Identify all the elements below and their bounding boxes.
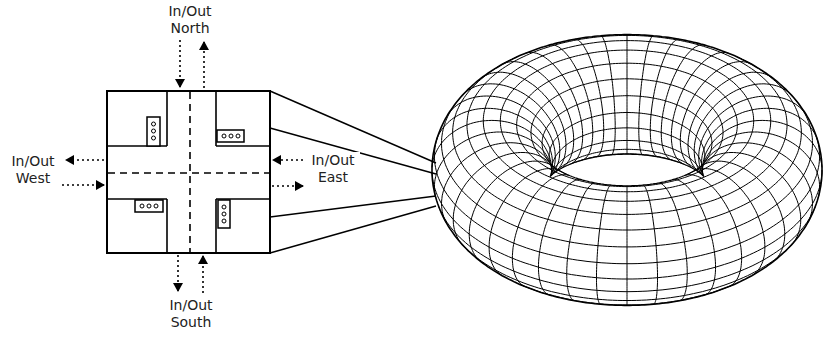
torus-grid-line xyxy=(500,50,753,192)
torus-grid-line xyxy=(704,132,820,187)
intersection-tile xyxy=(107,91,270,253)
torus-grid-line xyxy=(539,180,582,268)
torus-grid-line xyxy=(483,41,770,202)
torus-grid-line xyxy=(469,161,553,234)
torus-grid-line xyxy=(699,96,807,176)
torus-grid-line xyxy=(627,186,628,279)
torus-grid-line xyxy=(694,169,765,248)
port-label: In/Out North xyxy=(163,3,217,37)
torus-outline xyxy=(432,35,822,306)
torus-grid-line xyxy=(704,156,705,164)
torus-grid-line xyxy=(517,63,738,186)
torus-grid-line xyxy=(643,185,657,278)
torus-grid-line xyxy=(453,153,549,220)
torus-grid-line xyxy=(627,35,628,155)
torus-grid-line xyxy=(705,143,813,204)
torus-grid-line xyxy=(672,180,715,268)
torus-grid-line xyxy=(601,36,615,155)
torus-grid-line xyxy=(531,79,723,175)
port-label: In/Out South xyxy=(164,297,218,331)
torus-grid-line xyxy=(439,206,816,291)
torus-grid-line xyxy=(482,72,566,172)
torus-grid-line xyxy=(597,185,611,278)
zoom-lines xyxy=(270,91,436,253)
torus-grid-line xyxy=(448,96,556,176)
torus-grid-line xyxy=(704,153,800,220)
torus-grid-line xyxy=(549,113,705,165)
torus-grid-line xyxy=(453,57,802,230)
torus-grid-line xyxy=(434,132,550,187)
torus-grid-line xyxy=(700,161,784,234)
io-arrows xyxy=(62,40,303,293)
torus-grid-line xyxy=(639,36,653,155)
torus-grid-line xyxy=(521,285,733,305)
port-label: In/Out West xyxy=(6,153,60,187)
torus-grid-line xyxy=(442,99,813,247)
torus-grid-line xyxy=(467,35,787,214)
torus-grid-line xyxy=(551,140,703,175)
torus xyxy=(432,35,822,306)
torus-grid-line xyxy=(434,136,819,263)
port-label: In/Out East xyxy=(306,152,360,186)
torus-outline xyxy=(550,154,704,186)
